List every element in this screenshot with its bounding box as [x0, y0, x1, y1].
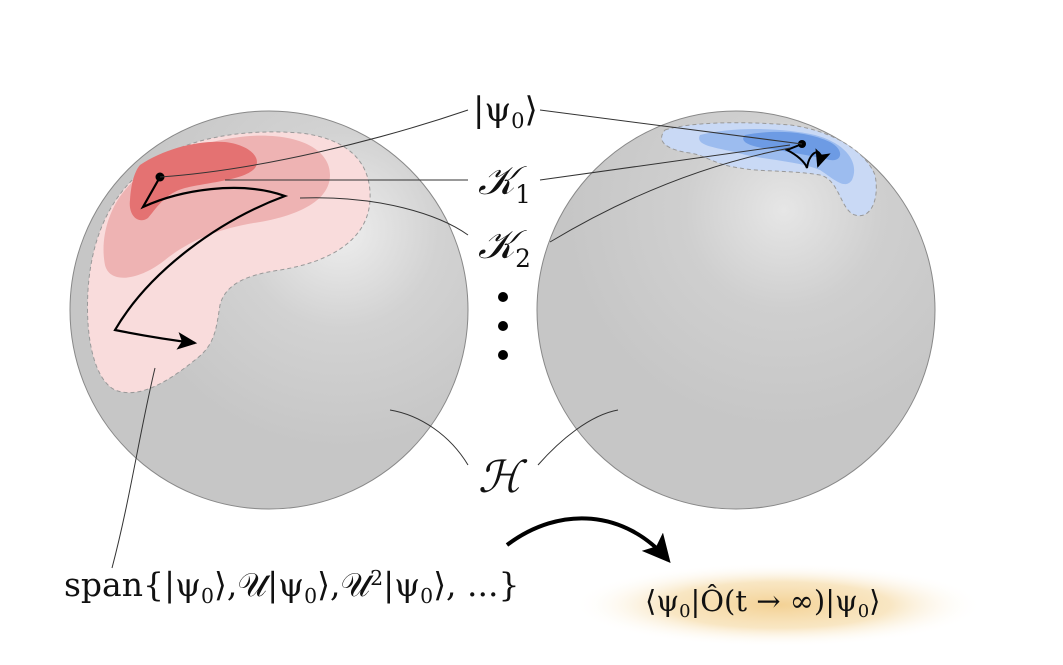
span-sub-0: 0 [200, 584, 214, 609]
evolution-arrow [505, 516, 671, 564]
exp-pre: ⟨ψ [645, 584, 680, 618]
span-superscript: 2 [370, 565, 384, 590]
span-sub-2: 0 [420, 584, 434, 609]
span-sub-1: 0 [304, 584, 318, 609]
k1-symbol: 𝒦 [478, 158, 516, 204]
exp-post: ⟩ [869, 584, 881, 618]
span-mid-3: |ψ [383, 565, 421, 604]
k1-subscript: 1 [515, 179, 531, 209]
span-prefix: span{|ψ [64, 565, 201, 604]
expectation-glow [573, 563, 983, 647]
psi0-text: |ψ [473, 90, 512, 130]
psi0-label: |ψ0⟩ [473, 90, 538, 134]
k2-subscript: 2 [515, 243, 531, 273]
exp-sub-1: 0 [857, 601, 870, 623]
psi0-ket-close: ⟩ [524, 90, 538, 130]
span-mid-1: ⟩,𝒰|ψ [214, 565, 305, 604]
k1-label: 𝒦1 [478, 158, 531, 209]
span-mid-2: ⟩,𝒰 [317, 565, 371, 604]
span-suffix: ⟩, ...} [433, 565, 520, 604]
left-sphere [69, 110, 469, 510]
expectation-value-label: ⟨ψ0|Ô(t → ∞)|ψ0⟩ [645, 584, 881, 622]
leader-lines [111, 109, 803, 569]
exp-mid: |Ô(t → ∞)|ψ [690, 584, 858, 618]
ellipsis-dots [498, 292, 508, 360]
right-sphere [536, 110, 936, 510]
krylov-span-label: span{|ψ0⟩,𝒰|ψ0⟩,𝒰2|ψ0⟩, ...} [64, 565, 520, 609]
hilbert-space-label: ℋ [478, 452, 522, 503]
exp-sub-0: 0 [679, 601, 691, 623]
psi0-subscript: 0 [511, 108, 525, 134]
k2-label: 𝒦2 [478, 222, 531, 273]
k2-symbol: 𝒦 [478, 222, 516, 268]
